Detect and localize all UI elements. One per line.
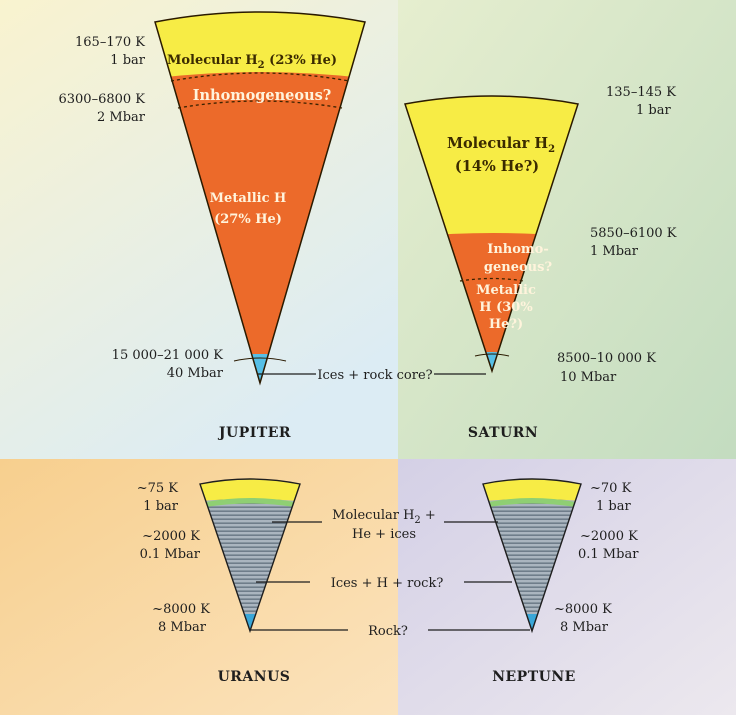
ice-giant-rock: Rock? <box>368 624 408 639</box>
neptune-core-temp: ~8000 K <box>554 602 612 617</box>
jupiter-core-temp: 15 000–21 000 K <box>112 348 224 363</box>
neptune-name: NEPTUNE <box>492 669 576 685</box>
uranus-name: URANUS <box>218 669 291 685</box>
jupiter-mid-pressure: 2 Mbar <box>97 110 146 125</box>
jupiter-layer-molecular: Molecular H2 (23% He) <box>167 53 337 71</box>
saturn-top-temp: 135–145 K <box>606 85 676 100</box>
saturn-layer-metallic-1: Metallic <box>476 283 536 298</box>
jupiter-layer-metallic-1: Metallic H <box>210 191 287 206</box>
saturn-mid-pressure: 1 Mbar <box>590 244 639 259</box>
jupiter-name: JUPITER <box>217 425 291 441</box>
ice-giant-molecular-2: He + ices <box>352 527 416 542</box>
ice-giant-ices: Ices + H + rock? <box>331 576 444 591</box>
neptune-mid-temp: ~2000 K <box>580 529 638 544</box>
neptune-mid-pressure: 0.1 Mbar <box>578 547 639 562</box>
saturn-layer-inhomogeneous-1: Inhomo- <box>487 242 548 257</box>
neptune-top-pressure: 1 bar <box>596 499 631 514</box>
saturn-layer-inhomogeneous-2: geneous? <box>484 260 553 275</box>
saturn-mid-temp: 5850–6100 K <box>590 226 677 241</box>
jupiter-mid-temp: 6300–6800 K <box>58 92 145 107</box>
jupiter-top-temp: 165–170 K <box>75 35 145 50</box>
background-bottom-left <box>0 459 398 715</box>
uranus-top-temp: ~75 K <box>137 481 179 496</box>
jupiter-top-pressure: 1 bar <box>110 53 145 68</box>
saturn-name: SATURN <box>468 425 538 441</box>
jupiter-layer-inhomogeneous: Inhomogeneous? <box>193 87 332 104</box>
uranus-mid-pressure: 0.1 Mbar <box>140 547 201 562</box>
jupiter-core-pressure: 40 Mbar <box>167 366 224 381</box>
jupiter-layer-metallic-2: (27% He) <box>214 212 282 227</box>
core-label: Ices + rock core? <box>317 368 432 383</box>
saturn-top-pressure: 1 bar <box>636 103 671 118</box>
uranus-core-pressure: 8 Mbar <box>158 620 207 635</box>
uranus-mid-temp: ~2000 K <box>142 529 200 544</box>
uranus-core-temp: ~8000 K <box>152 602 210 617</box>
saturn-layer-molecular-1: Molecular H2 <box>447 135 555 155</box>
saturn-core-pressure: 10 Mbar <box>560 370 617 385</box>
uranus-top-pressure: 1 bar <box>143 499 178 514</box>
saturn-layer-metallic-3: He?) <box>489 317 523 332</box>
saturn-layer-metallic-2: H (30% <box>479 300 533 315</box>
neptune-core-pressure: 8 Mbar <box>560 620 609 635</box>
neptune-top-temp: ~70 K <box>590 481 632 496</box>
ice-giant-molecular-1: Molecular H2 + <box>332 508 436 526</box>
saturn-layer-molecular-2: (14% He?) <box>455 158 539 175</box>
saturn-core-temp: 8500–10 000 K <box>557 351 656 366</box>
